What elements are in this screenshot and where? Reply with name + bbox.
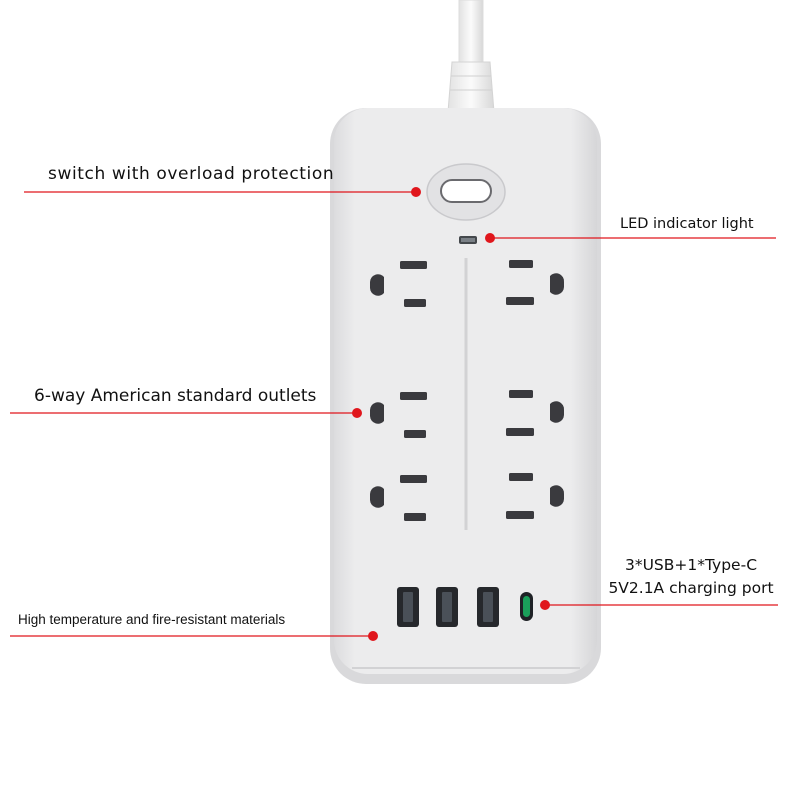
power-switch[interactable] — [426, 163, 506, 221]
outlets-label: 6-way American standard outlets — [34, 386, 317, 406]
usb-label-line1: 3*USB+1*Type-C — [624, 556, 758, 574]
callout-usb — [540, 600, 778, 610]
usb-a-port-2 — [436, 587, 458, 627]
outlet-6 — [506, 473, 565, 519]
usb-a-port-1 — [397, 587, 419, 627]
callout-switch — [24, 187, 421, 197]
usb-label: 3*USB+1*Type-C 5V2.1A charging port — [596, 554, 786, 600]
switch-label: switch with overload protection — [48, 164, 335, 184]
power-cord — [447, 0, 495, 113]
material-label: High temperature and fire-resistant mate… — [18, 612, 286, 627]
outlet-2 — [370, 392, 427, 438]
outlet-1 — [370, 261, 427, 307]
callout-material — [10, 631, 378, 641]
callout-led — [485, 233, 776, 243]
led-indicator — [459, 236, 477, 244]
usb-label-line2: 5V2.1A charging port — [608, 579, 774, 597]
callout-outlets — [10, 408, 362, 418]
outlet-5 — [506, 390, 565, 436]
usb-a-port-3 — [477, 587, 499, 627]
usb-c-port — [520, 592, 533, 621]
outlet-3 — [370, 475, 427, 521]
outlet-4 — [506, 260, 565, 305]
led-label: LED indicator light — [620, 216, 754, 232]
